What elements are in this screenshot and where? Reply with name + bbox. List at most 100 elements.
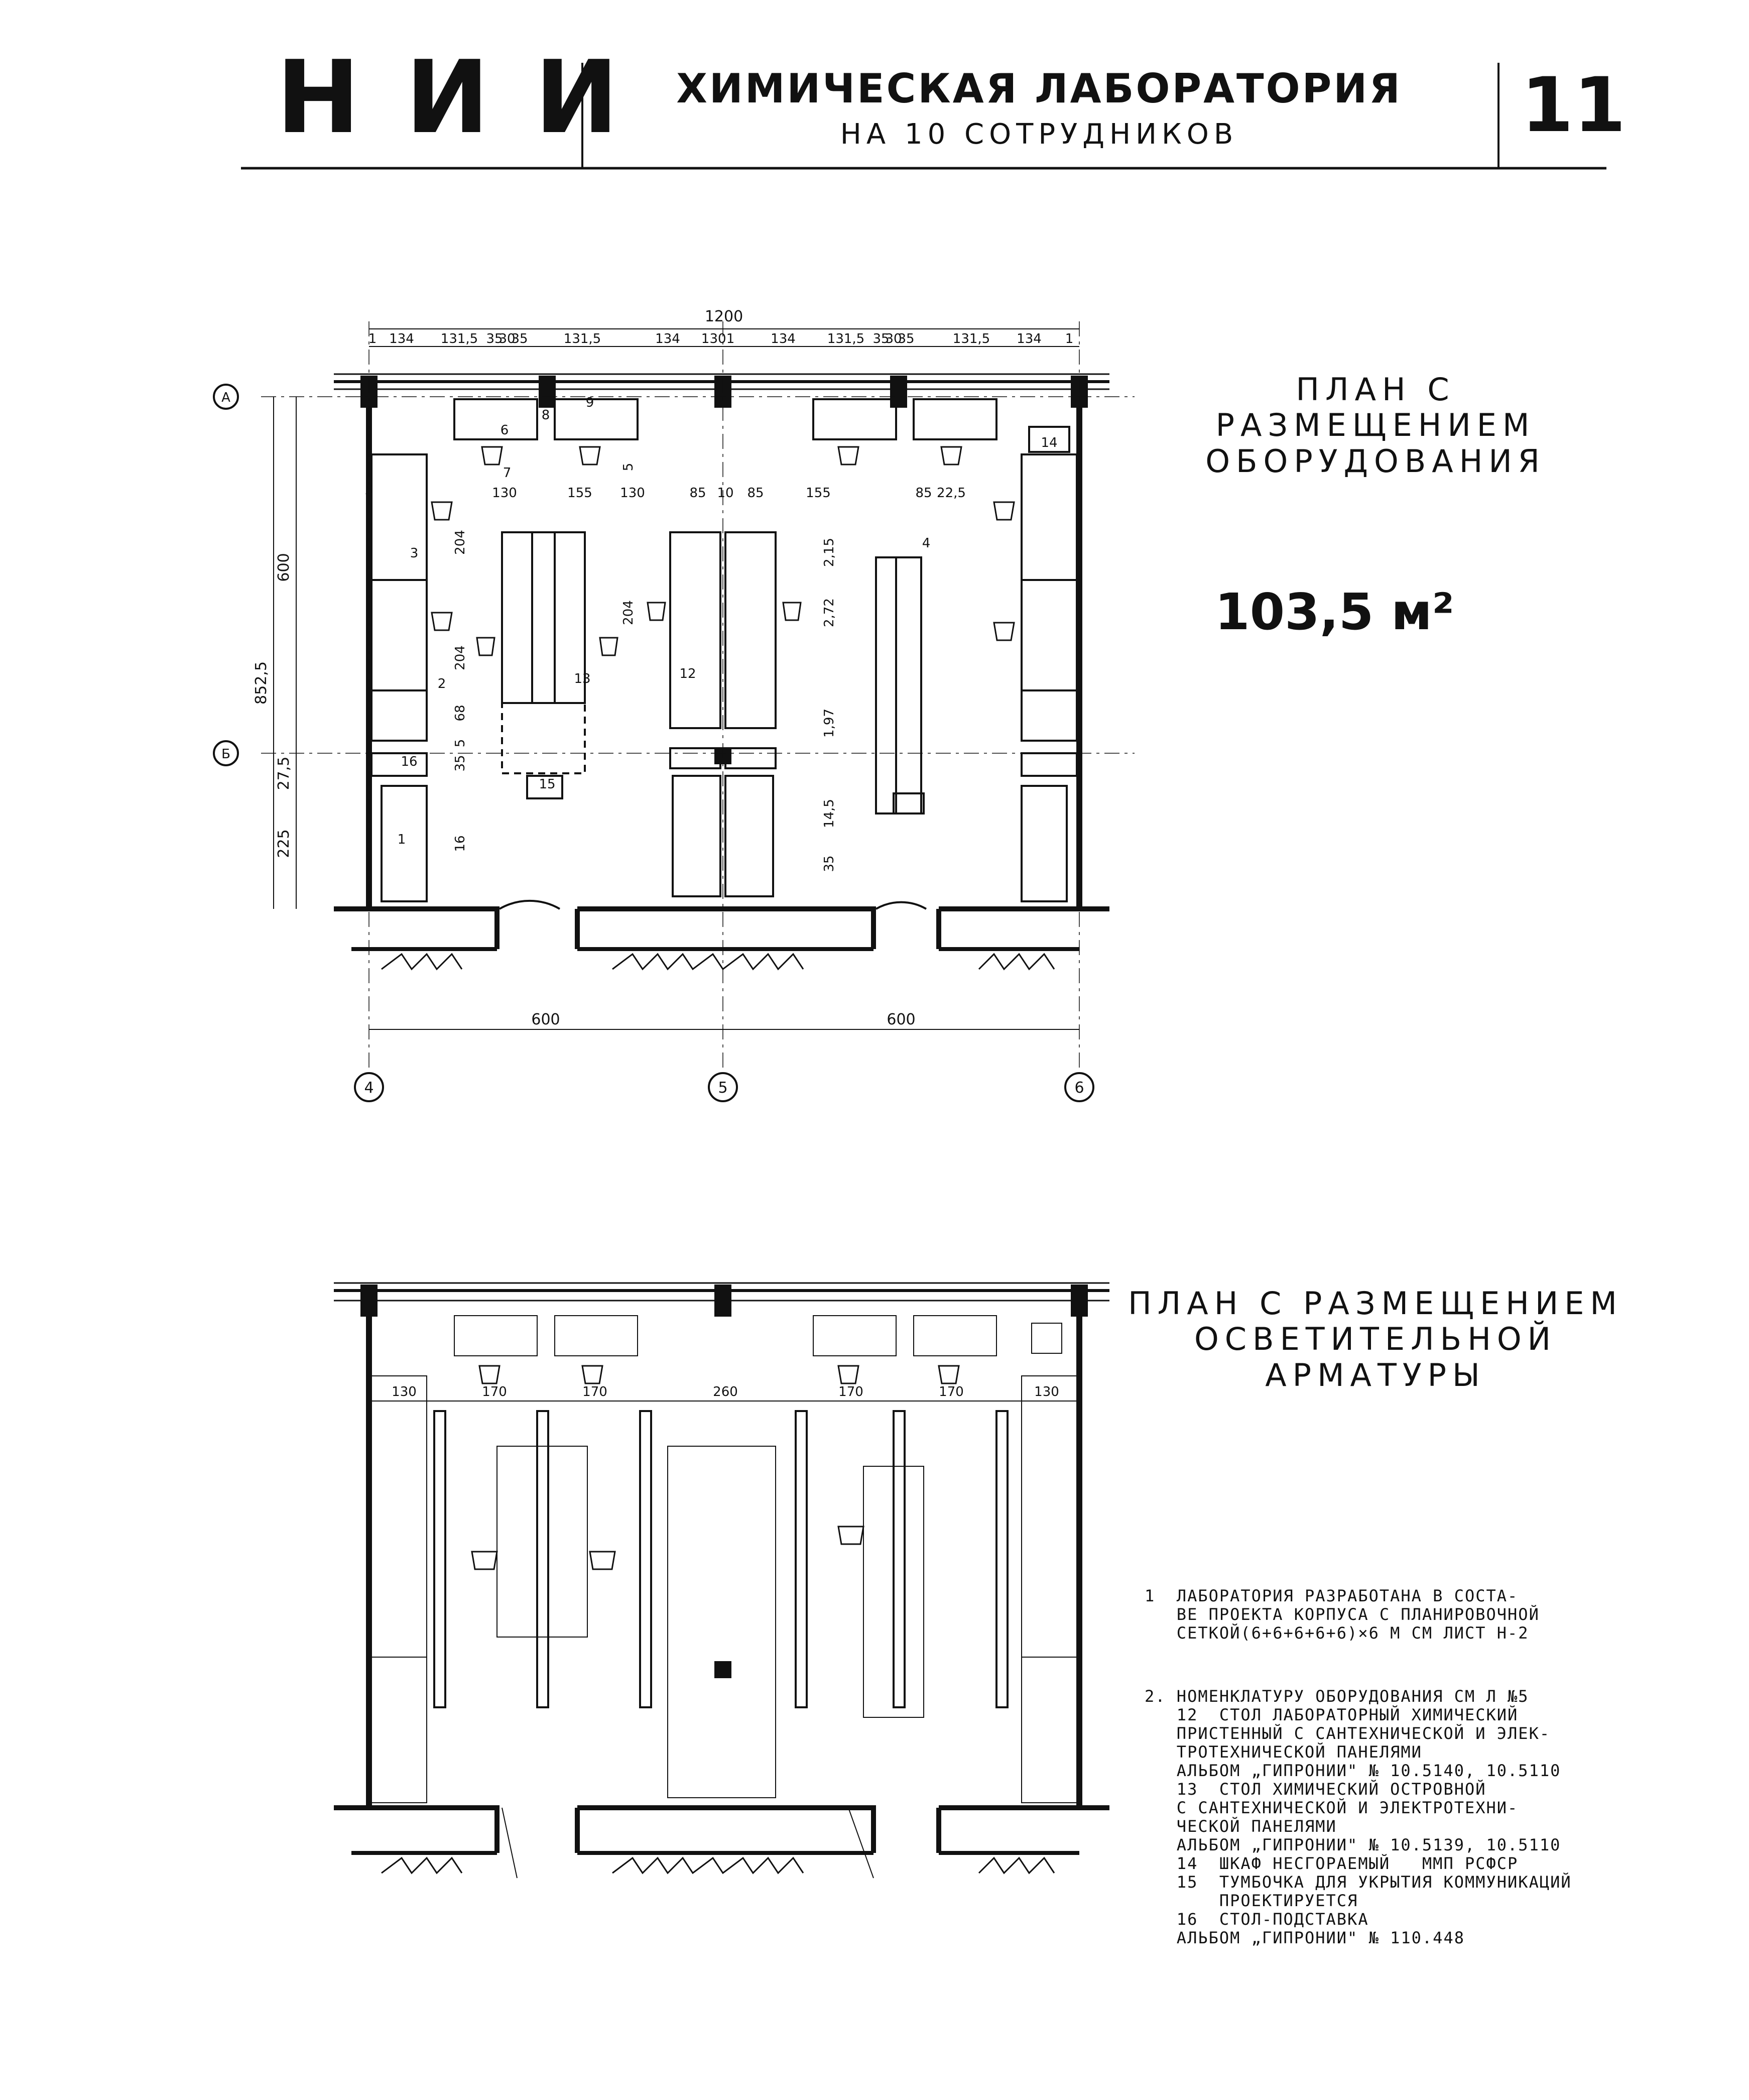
axis-label-4: 4 (364, 1079, 373, 1097)
top-dimension: 131,5 (953, 331, 990, 346)
light-spacing-dimension: 130 (1034, 1384, 1059, 1399)
plan1-radiator (381, 953, 463, 971)
equipment-number: 2 (438, 676, 446, 691)
equipment-number: 6 (501, 423, 509, 438)
plan1-title-line2: ОБОРУДОВАНИЯ (1205, 442, 1546, 480)
plan1-item-15 (526, 775, 563, 799)
top-dimension: 30 (498, 331, 515, 346)
plan1-wall-bench-left (370, 453, 428, 581)
plan2-column (360, 1285, 378, 1317)
note-2-text: НОМЕНКЛАТУРУ ОБОРУДОВАНИЯ СМ Л №5 12 СТО… (1176, 1687, 1572, 1947)
inner-dimension-vertical: 204 (621, 600, 636, 625)
plan1-chairs (481, 446, 962, 465)
equipment-number: 3 (410, 546, 419, 561)
axis-label-6: 6 (1074, 1079, 1084, 1097)
plan2-corridor-walls (334, 1805, 1109, 1853)
plan1-bench-right (875, 556, 922, 814)
top-dimension: 131,5 (564, 331, 601, 346)
plan1-stand-16 (724, 747, 777, 769)
axis-label-B: Б (221, 747, 230, 762)
light-spacing-dimension: 260 (713, 1384, 738, 1399)
plan2-column (714, 1285, 731, 1317)
equipment-number: 13 (574, 671, 590, 686)
plan1-stand-right (1021, 752, 1078, 777)
plan1-island-table-13 (501, 531, 586, 704)
equipment-number: 5 (365, 483, 373, 498)
plan2-light-fixtures (433, 1410, 1009, 1708)
dim-overall-width: 1200 (705, 308, 743, 325)
plan1-title-line1: ПЛАН С РАЗМЕЩЕНИЕМ (1215, 371, 1536, 444)
equipment-number: 1 (398, 832, 406, 847)
light-spacing-dimension: 170 (939, 1384, 964, 1399)
top-dimension: 1 (1065, 331, 1074, 346)
inner-dimension-vertical: 16 (453, 835, 468, 852)
note-1-text: ЛАБОРАТОРИЯ РАЗРАБОТАНА В СОСТА- ВЕ ПРОЕ… (1176, 1586, 1540, 1643)
dim-left-27: 27,5 (275, 757, 293, 790)
header-code: НИИ (276, 39, 664, 156)
plan1-sink-left (370, 689, 428, 742)
plan2-title-line1: ПЛАН С РАЗМЕЩЕНИЕМ (1128, 1285, 1623, 1322)
plan1-wall-bench-right (1021, 453, 1078, 581)
plan1-corridor-wall-middle (575, 906, 876, 949)
equipment-number: 16 (401, 754, 417, 769)
plan1-fume-hood (554, 398, 639, 440)
top-dimension: 134 (389, 331, 414, 346)
plan1-radiator (978, 953, 1055, 971)
top-dimension: 35 (898, 331, 914, 346)
top-dimension: 1 (368, 331, 377, 346)
area-label: 103,5 м² (1215, 582, 1454, 641)
dim-left-225: 225 (275, 829, 293, 858)
plan1-cabinet-left (381, 785, 428, 902)
note-1-number: 1 (1145, 1586, 1156, 1605)
plan1-fume-hood (913, 398, 997, 440)
plan1-rack-4 (895, 556, 922, 814)
plan2-title-line2: ОСВЕТИТЕЛЬНОЙ АРМАТУРЫ (1194, 1321, 1557, 1393)
plan1-sink-right (1021, 689, 1078, 742)
equipment-number: 12 (679, 666, 696, 681)
top-dimension: 131,5 (441, 331, 478, 346)
plan1-door-swing (499, 899, 560, 910)
plan1-corridor-wall-right (936, 906, 1109, 949)
note-2-number: 2. (1145, 1687, 1166, 1706)
plan1-bench-12 (669, 531, 721, 729)
equipment-number: 15 (539, 777, 555, 792)
equipment-number: 8 (542, 408, 550, 423)
plan1-radiator (612, 953, 804, 971)
inner-dimension: 85 (747, 486, 764, 501)
plan1-island-extension (501, 702, 586, 774)
inner-dimension-vertical: 2,15 (822, 538, 837, 567)
equipment-number: 9 (586, 395, 594, 410)
plan2-door-leaf (848, 1807, 874, 1879)
dim-left-852: 852,5 (253, 661, 270, 705)
dim-bay-1: 600 (531, 1011, 560, 1028)
plan1-chairs (431, 501, 1015, 641)
inner-dimension-vertical: 204 (453, 530, 468, 555)
note-1: 1 ЛАБОРАТОРИЯ РАЗРАБОТАНА В СОСТА- ВЕ ПР… (1145, 1587, 1540, 1643)
inner-dimension-vertical: 1,97 (822, 709, 837, 738)
top-dimension: 30 (709, 331, 726, 346)
equipment-number: 7 (503, 465, 512, 481)
inner-dimension-vertical: 35 (453, 755, 468, 771)
inner-dimension: 85 (915, 486, 932, 501)
axis-label-5: 5 (718, 1079, 727, 1097)
plan2-title: ПЛАН С РАЗМЕЩЕНИЕМ ОСВЕТИТЕЛЬНОЙ АРМАТУР… (1125, 1286, 1627, 1393)
axis-marker-B (213, 740, 239, 766)
plan1-wall-bench-right (1021, 579, 1078, 691)
light-spacing-dimension: 170 (838, 1384, 863, 1399)
top-dimension: 30 (885, 331, 902, 346)
dim-bay-2: 600 (887, 1011, 915, 1028)
top-dimension: 35 (872, 331, 889, 346)
plan1-stand-16 (669, 747, 721, 769)
top-dimension: 1 (701, 331, 710, 346)
plan1-door-swing (876, 901, 927, 910)
axis-marker-5 (708, 1072, 738, 1102)
top-dimension: 134 (1017, 331, 1042, 346)
plan1-cabinet-right (1021, 785, 1068, 902)
light-spacing-dimension: 130 (392, 1384, 417, 1399)
plan2-chairs (471, 1365, 960, 1570)
inner-dimension-vertical: 5 (621, 463, 636, 472)
plan1-cabinet-1 (672, 775, 721, 897)
inner-dimension-vertical: 14,5 (822, 799, 837, 828)
axis-label-A: А (221, 390, 230, 405)
